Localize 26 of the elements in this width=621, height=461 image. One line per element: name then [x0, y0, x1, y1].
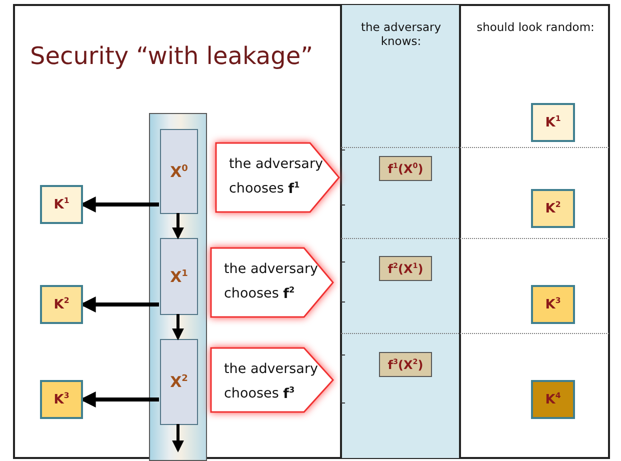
callout-box	[210, 247, 334, 318]
key-box: K$^{4}$	[531, 380, 575, 419]
callout-text: the adversary chooses f$^{1}$	[229, 155, 324, 198]
key-box: K$^{3}$	[531, 285, 575, 324]
callout-box	[210, 347, 334, 413]
variable-box: X$^{2}$	[160, 339, 198, 425]
slide-title: Security “with leakage”	[30, 42, 314, 70]
arrow	[172, 424, 184, 452]
column-header: should look random:	[476, 20, 596, 36]
callout-box	[215, 142, 340, 213]
leakage-box: f$^{3}$(X$^{2}$)	[379, 352, 432, 377]
key-box: K$^{3}$	[40, 380, 83, 419]
variable-box: X$^{0}$	[160, 129, 198, 214]
column-strip	[149, 113, 207, 461]
arrow	[172, 314, 184, 340]
callout-text: the adversary chooses f$^{3}$	[224, 360, 319, 404]
arrow	[172, 213, 184, 240]
callout-text: the adversary chooses f$^{2}$	[224, 260, 319, 304]
column-header: the adversary knows:	[360, 20, 442, 50]
variable-box: X$^{1}$	[160, 238, 198, 315]
key-box: K$^{2}$	[40, 285, 83, 324]
leakage-box: f$^{2}$(X$^{1}$)	[379, 256, 432, 281]
leakage-box: f$^{1}$(X$^{0}$)	[379, 156, 432, 181]
key-box: K$^{1}$	[40, 185, 83, 224]
key-box: K$^{1}$	[531, 103, 575, 142]
key-box: K$^{2}$	[531, 189, 575, 228]
